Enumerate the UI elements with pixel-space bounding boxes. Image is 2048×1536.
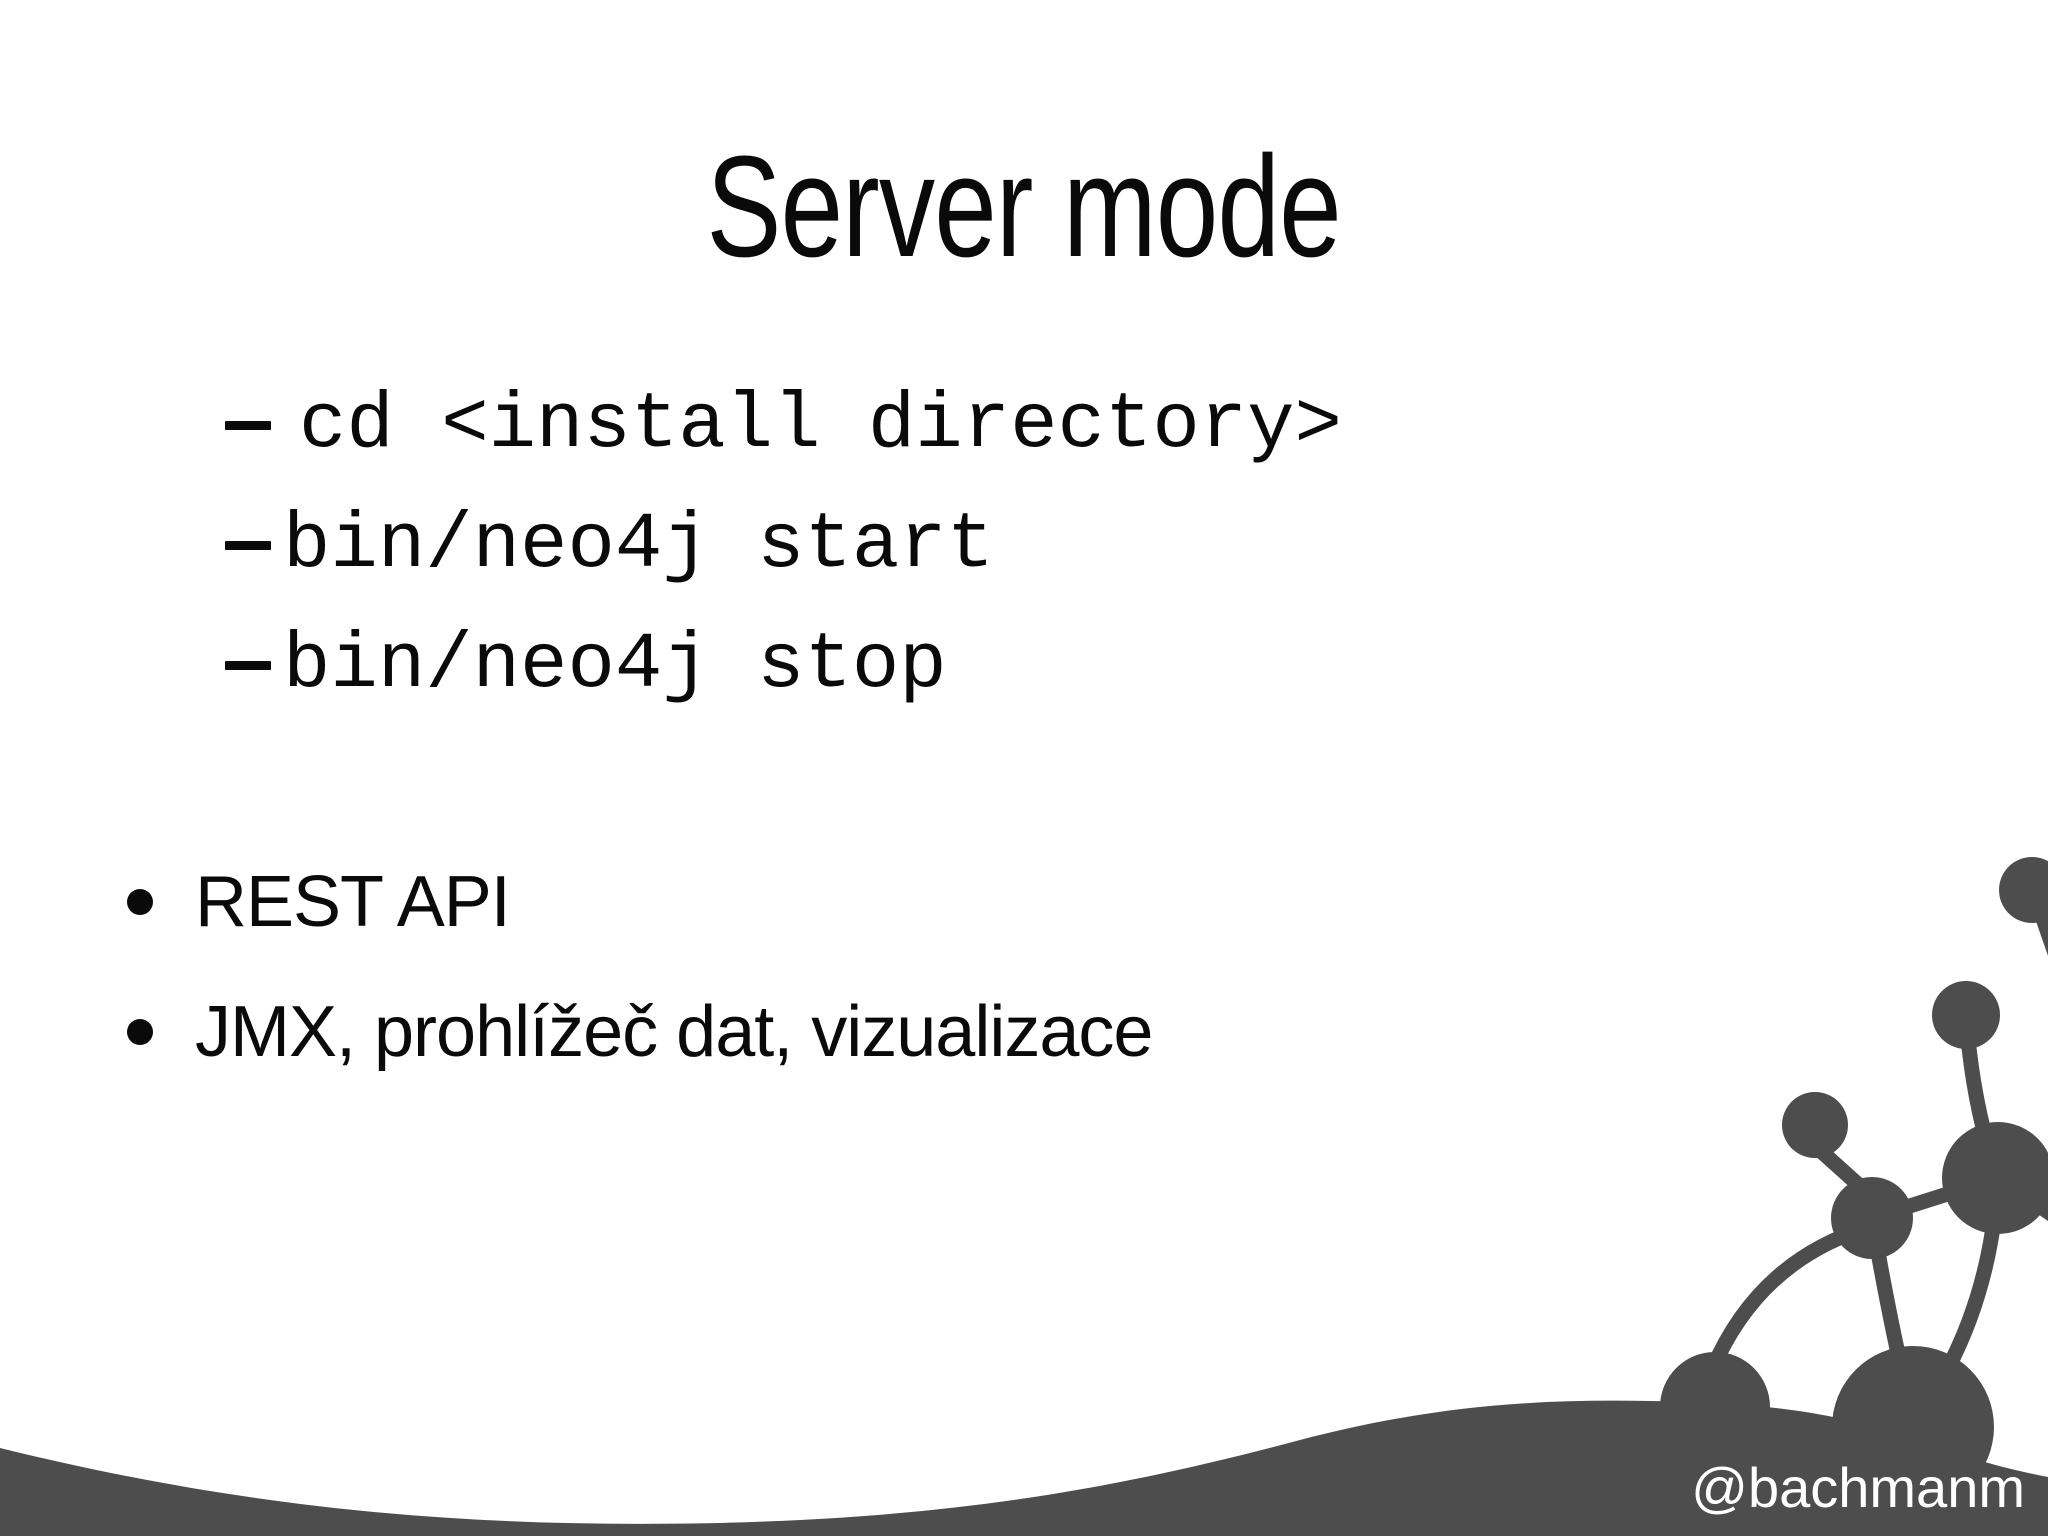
dash-bullet	[225, 660, 271, 670]
command-list: cd <install directory> bin/neo4j start b…	[225, 365, 1342, 725]
bullet-dot	[127, 889, 153, 915]
bullet-item: JMX, prohlížeč dat, vizualizace	[127, 988, 1153, 1076]
dash-bullet	[225, 540, 271, 550]
graph-node	[1831, 1177, 1913, 1259]
command-line: cd <install directory>	[225, 365, 1342, 485]
bullet-item: REST API	[127, 858, 511, 946]
command-text: bin/neo4j stop	[283, 620, 947, 710]
command-text: bin/neo4j start	[283, 500, 995, 590]
graph-node	[1942, 1122, 2048, 1234]
slide-title: Server mode	[0, 128, 2048, 286]
command-text: cd <install directory>	[299, 380, 1342, 470]
graph-edge	[1704, 1220, 1874, 1378]
slide-title-text: Server mode	[706, 126, 1342, 287]
bullet-text: REST API	[195, 862, 511, 942]
graph-node	[1999, 857, 2048, 923]
bullet-text: JMX, prohlížeč dat, vizualizace	[195, 992, 1153, 1072]
graph-node	[1932, 981, 2000, 1049]
wave-shape	[0, 1400, 2048, 1536]
graph-node	[1782, 1092, 1848, 1158]
twitter-handle: @bachmanm	[1691, 1456, 2025, 1519]
command-line: bin/neo4j stop	[225, 605, 1342, 725]
bullet-dot	[127, 1019, 153, 1045]
command-line: bin/neo4j start	[225, 485, 1342, 605]
dash-bullet	[225, 420, 271, 430]
